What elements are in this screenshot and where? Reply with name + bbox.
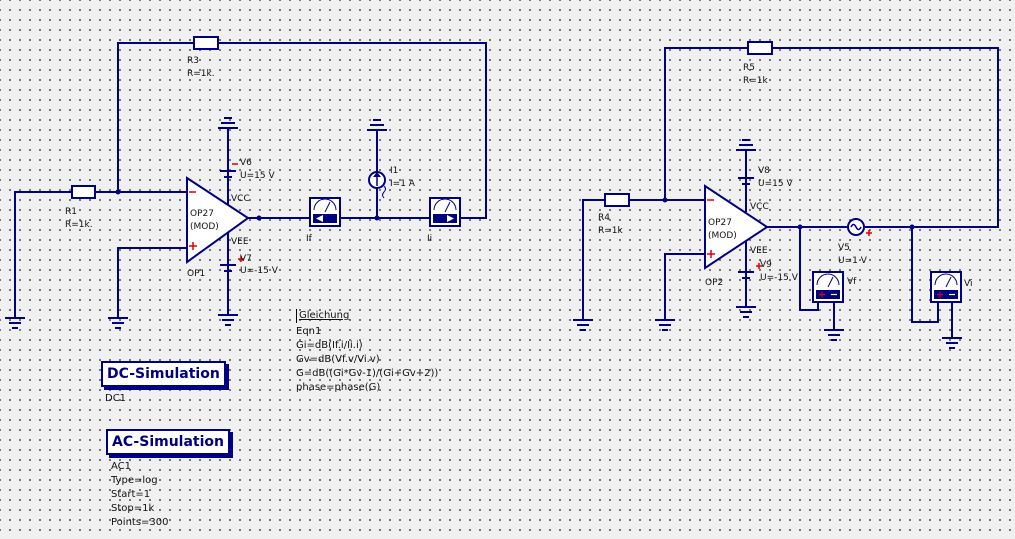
resistor-r3[interactable] [193,36,219,50]
v9-name: V9 [760,260,772,270]
equation-name: Eqn1 [296,326,322,337]
v7-name: V7 [240,254,252,264]
op2-name: OP2 [705,278,723,288]
v8-name: V8 [758,166,770,176]
i1-value: I=1 A [390,179,416,189]
op2-sub: (MOD) [708,231,737,241]
vi-name: Vi [964,279,972,289]
wire [582,199,605,320]
ac-param: Points=300 [111,517,169,528]
opamp-op1[interactable] [186,176,250,264]
resistor-r4[interactable] [604,193,630,207]
v6-value: U=15 V [240,171,275,181]
op1-sub: (MOD) [190,222,219,232]
junction [909,224,915,230]
junction [374,215,380,221]
equation-title: Gleichung [296,309,438,323]
ground-symbol [824,329,844,341]
resistor-r1[interactable] [71,185,96,199]
i1-name: I1 [390,166,398,176]
wire [799,227,819,311]
r5-name: R5 [743,63,755,73]
op1-vcc: VCC [231,194,250,204]
equation-line: Gi=dB(If.i/Ii.i) [296,340,363,351]
v8-value: U=15 V [758,179,793,189]
r3-name: R3 [187,56,199,66]
ground-symbol [367,119,387,131]
v7-value: U=-15 V [240,266,279,276]
r4-value: R=1k [598,226,624,236]
equation-line: G=dB((Gi*Gv-1)/(Gi+Gv+2)) [296,368,439,379]
v6-name: V6 [240,158,252,168]
wire [117,247,187,318]
opamp-op2[interactable] [704,184,769,270]
ammeter-if[interactable] [309,197,341,227]
dc-simulation-box[interactable]: DC-Simulation [101,361,226,387]
op1-name: OP1 [187,269,205,279]
equation-line: Gv=dB(Vf.v/Vi.v) [296,354,380,365]
op2-vcc: VCC [750,202,769,212]
voltmeter-vf[interactable] [812,271,844,303]
ac-simulation-box[interactable]: AC-Simulation [106,429,230,455]
r1-value: R=1k. [65,220,93,230]
if-name: If [306,234,313,244]
equation-block[interactable]: Gleichung Eqn1 Gi=dB(If.i/Ii.i) Gv=dB(Vf… [296,309,438,395]
ground-symbol [108,317,128,329]
v5-name: V5 [838,243,850,253]
right-circuit: R5 R=1k R4 R=1k OP27 (MOD) OP2 VCC VEE V… [573,41,999,349]
ground-symbol [218,314,238,326]
ground-symbol [5,317,25,329]
wire [911,227,939,323]
left-circuit: R3 R=1k. R1 R=1k. OP27 (MOD) OP1 VCC VEE… [5,36,487,329]
ac-simulation-name: AC1 [111,461,132,472]
dc-simulation-name: DC1 [105,393,127,404]
voltmeter-vi[interactable] [930,271,962,303]
dc-source-v8[interactable] [738,177,754,185]
dc-source-v9[interactable] [738,263,762,279]
op1-model: OP27 [190,209,214,219]
junction [662,197,668,203]
r1-name: R1 [65,207,77,217]
r4-name: R4 [598,213,610,223]
current-source-i1[interactable] [368,171,386,199]
wire [117,42,194,192]
ground-symbol [736,139,756,151]
ac-param: Stop=1k [111,503,155,514]
wire [664,253,705,320]
dc-source-v7[interactable] [220,256,244,272]
op1-vee: VEE [231,237,249,247]
ac-simulation-params: AC1 Type=log Start=1 Stop=1k Points=300 [111,460,169,530]
junction [256,215,262,221]
r5-value: R=1k [743,76,769,86]
wire [218,42,487,219]
ground-symbol [655,319,675,331]
op2-vee: VEE [750,246,768,256]
dc-source-v6[interactable] [220,163,238,178]
op2-model: OP27 [708,218,732,228]
ground-symbol [573,319,593,331]
ammeter-ii[interactable] [429,197,461,227]
ac-param: Type=log [111,475,158,486]
v9-value: U=-15 V [760,273,799,283]
ground-symbol [736,306,756,318]
resistor-r5[interactable] [747,41,773,55]
junction [115,189,121,195]
ground-symbol [942,337,962,349]
wire [772,47,999,228]
wire [664,47,748,200]
v5-value: U=1 V [838,256,868,266]
ac-param: Start=1 [111,489,151,500]
equation-line: phase=phase(G) [296,382,381,393]
ii-name: Ii [427,234,432,244]
junction [797,224,803,230]
r3-value: R=1k. [187,69,215,79]
ground-symbol [218,117,238,129]
wire [14,191,72,318]
vf-name: Vf [847,277,857,287]
ac-source-v5[interactable] [847,218,872,236]
